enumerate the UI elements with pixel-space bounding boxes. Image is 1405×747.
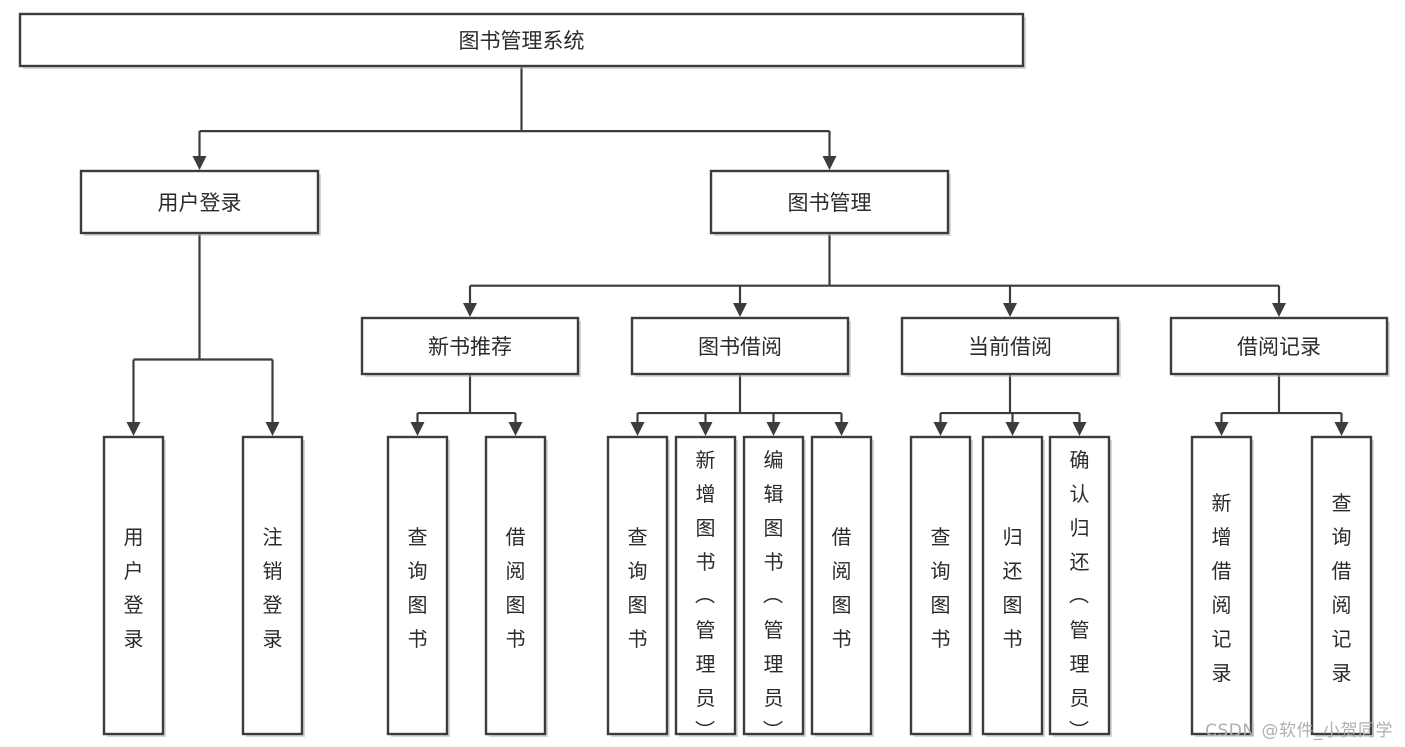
node-label: 查询借阅记录 — [1332, 491, 1352, 685]
node-level2-d[interactable]: 借阅记录 — [1169, 316, 1390, 377]
node-rect[interactable] — [900, 316, 1120, 376]
connector-group — [410, 374, 523, 436]
node-label: 用户登录 — [124, 525, 144, 651]
node-leaf-7[interactable]: 编辑图书（管理员） — [742, 435, 806, 744]
node-label: 查询图书 — [628, 525, 648, 651]
node-label: 编辑图书（管理员） — [763, 448, 784, 744]
node-leaf-4[interactable]: 借阅图书 — [484, 435, 548, 737]
node-leaf-2[interactable]: 注销登录 — [241, 435, 305, 737]
node-rect[interactable] — [981, 435, 1044, 736]
node-label: 确认归还（管理员） — [1069, 448, 1090, 744]
node-label: 图书管理系统 — [459, 29, 585, 53]
node-leaf-3[interactable]: 查询图书 — [386, 435, 450, 737]
connector-group — [630, 374, 849, 436]
node-label: 借阅记录 — [1237, 335, 1321, 359]
node-level2-a[interactable]: 新书推荐 — [360, 316, 581, 377]
node-label: 新增图书（管理员） — [695, 448, 716, 744]
node-rect[interactable] — [18, 12, 1025, 68]
node-rect[interactable] — [79, 169, 320, 235]
node-rect[interactable] — [1310, 435, 1373, 736]
node-rect[interactable] — [1048, 435, 1111, 736]
edge-layer — [126, 66, 1349, 436]
node-label: 用户登录 — [158, 191, 242, 215]
node-label: 当前借阅 — [968, 335, 1052, 359]
node-leaf-9[interactable]: 查询图书 — [909, 435, 973, 737]
node-label: 借阅图书 — [832, 525, 852, 651]
node-label: 归还图书 — [1003, 525, 1023, 651]
node-level2-b[interactable]: 图书借阅 — [630, 316, 851, 377]
node-rect[interactable] — [630, 316, 850, 376]
node-label: 图书借阅 — [698, 335, 782, 359]
node-label: 查询图书 — [408, 525, 428, 651]
node-rect[interactable] — [674, 435, 737, 736]
connector-group — [126, 233, 280, 436]
node-rect[interactable] — [102, 435, 165, 736]
node-label: 新书推荐 — [428, 335, 512, 359]
node-label: 图书管理 — [788, 191, 872, 215]
node-rect[interactable] — [709, 169, 950, 235]
node-rect[interactable] — [241, 435, 304, 736]
node-leaf-11[interactable]: 确认归还（管理员） — [1048, 435, 1112, 744]
node-rect[interactable] — [810, 435, 873, 736]
connector-group — [192, 66, 837, 170]
node-level2-c[interactable]: 当前借阅 — [900, 316, 1121, 377]
node-label: 注销登录 — [263, 525, 283, 651]
node-leaf-10[interactable]: 归还图书 — [981, 435, 1045, 737]
node-rect[interactable] — [484, 435, 547, 736]
node-layer: 图书管理系统用户登录图书管理新书推荐图书借阅当前借阅借阅记录用户登录注销登录查询… — [18, 12, 1390, 744]
connector-group — [463, 233, 1286, 317]
node-rect[interactable] — [1190, 435, 1253, 736]
connector-group — [933, 374, 1087, 436]
node-leaf-13[interactable]: 查询借阅记录 — [1310, 435, 1374, 737]
node-rect[interactable] — [606, 435, 669, 736]
node-leaf-6[interactable]: 新增图书（管理员） — [674, 435, 738, 744]
node-leaf-12[interactable]: 新增借阅记录 — [1190, 435, 1254, 737]
node-leaf-5[interactable]: 查询图书 — [606, 435, 670, 737]
node-level1-b[interactable]: 图书管理 — [709, 169, 951, 236]
node-rect[interactable] — [742, 435, 805, 736]
node-rect[interactable] — [909, 435, 972, 736]
node-rect[interactable] — [360, 316, 580, 376]
node-root[interactable]: 图书管理系统 — [18, 12, 1026, 69]
node-rect[interactable] — [1169, 316, 1389, 376]
node-rect[interactable] — [386, 435, 449, 736]
node-leaf-8[interactable]: 借阅图书 — [810, 435, 874, 737]
node-label: 借阅图书 — [506, 525, 526, 651]
node-label: 查询图书 — [931, 525, 951, 651]
node-leaf-1[interactable]: 用户登录 — [102, 435, 166, 737]
node-level1-a[interactable]: 用户登录 — [79, 169, 321, 236]
connector-group — [1214, 374, 1349, 436]
node-label: 新增借阅记录 — [1212, 491, 1232, 685]
